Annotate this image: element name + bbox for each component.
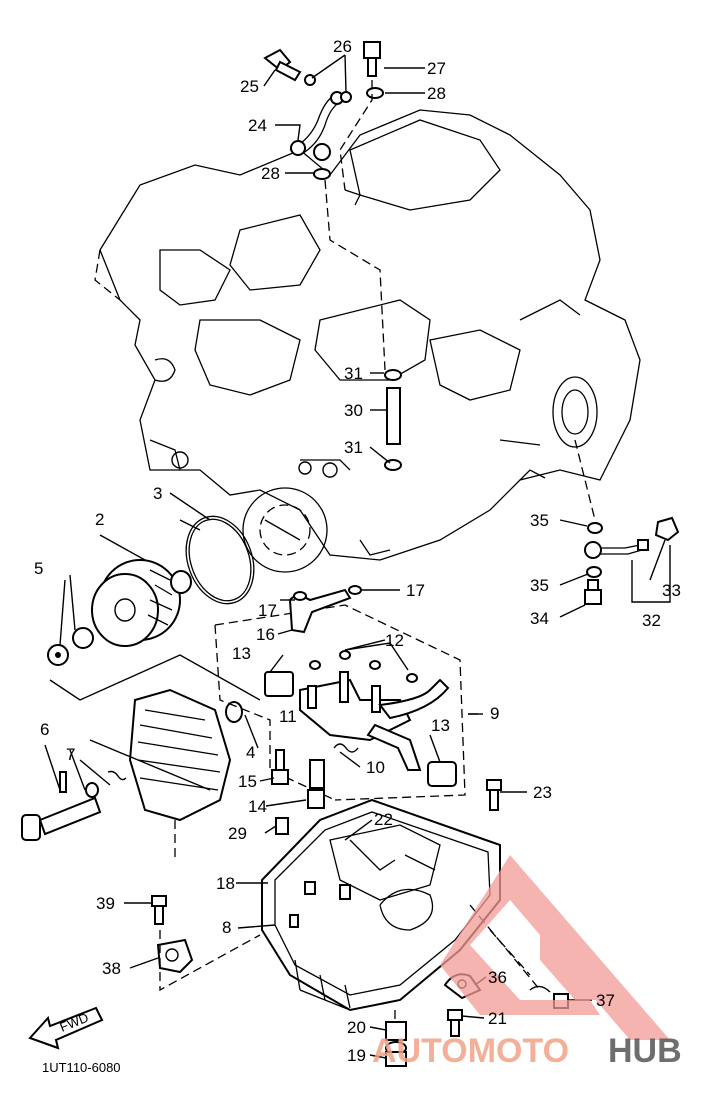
callout-2: 2 bbox=[95, 510, 104, 529]
callout-35a: 35 bbox=[530, 511, 549, 530]
gasket-26 bbox=[304, 74, 352, 103]
callout-25: 25 bbox=[240, 77, 259, 96]
bolt-27 bbox=[363, 41, 381, 77]
callout-23: 23 bbox=[533, 783, 552, 802]
callout-9: 9 bbox=[490, 704, 499, 723]
oil-pipe-30 bbox=[384, 369, 402, 471]
callout-5: 5 bbox=[34, 559, 43, 578]
relief-valve-14 bbox=[307, 759, 325, 809]
callout-14: 14 bbox=[248, 797, 267, 816]
callout-35b: 35 bbox=[530, 576, 549, 595]
crankcase-cover bbox=[242, 487, 328, 573]
oil-hose-16 bbox=[288, 585, 362, 634]
oil-delivery-pipe bbox=[289, 91, 344, 161]
dowel-29 bbox=[275, 817, 289, 835]
oil-filter-element bbox=[91, 559, 181, 647]
callout-labels: 2 3 4 5 6 7 8 9 10 11 12 13 13 14 15 16 … bbox=[34, 37, 681, 1065]
callout-11: 11 bbox=[279, 707, 297, 726]
callout-17b: 17 bbox=[406, 581, 425, 600]
oil-filter-cover bbox=[128, 688, 232, 860]
screw-39 bbox=[151, 895, 167, 925]
callout-8: 8 bbox=[222, 918, 231, 937]
union-bolt bbox=[263, 48, 302, 82]
callout-4: 4 bbox=[246, 743, 255, 762]
watermark-text-hub: HUB bbox=[608, 1032, 682, 1070]
callout-15: 15 bbox=[238, 772, 257, 791]
watermark-text-automoto: AUTOMOTO bbox=[372, 1032, 569, 1070]
spacer-2b bbox=[170, 570, 192, 594]
callout-20: 20 bbox=[347, 1018, 366, 1037]
bolt-21 bbox=[447, 1009, 463, 1037]
callout-26: 26 bbox=[333, 37, 352, 56]
callout-31a: 31 bbox=[344, 364, 363, 383]
callout-6: 6 bbox=[40, 720, 49, 739]
callout-39: 39 bbox=[96, 894, 115, 913]
callout-18: 18 bbox=[216, 874, 235, 893]
callout-13b: 13 bbox=[431, 716, 450, 735]
callout-12: 12 bbox=[385, 631, 404, 650]
callout-13a: 13 bbox=[232, 644, 251, 663]
oil-hose-fitting-32 bbox=[574, 439, 680, 605]
callout-38: 38 bbox=[102, 959, 121, 978]
callout-16: 16 bbox=[256, 625, 275, 644]
oil-strainer-assy bbox=[214, 604, 466, 801]
callout-28a: 28 bbox=[427, 84, 446, 103]
drain-bolt-20 bbox=[385, 1021, 407, 1067]
callout-32: 32 bbox=[642, 611, 661, 630]
callout-33: 33 bbox=[662, 581, 681, 600]
watermark-inner-triangle bbox=[540, 930, 600, 1000]
callout-29: 29 bbox=[228, 824, 247, 843]
bolt-15 bbox=[271, 749, 289, 785]
callout-30: 30 bbox=[344, 401, 363, 420]
diagram-code: 1UT110-6080 bbox=[42, 1060, 121, 1075]
callout-10: 10 bbox=[366, 758, 385, 777]
callout-7: 7 bbox=[66, 745, 75, 764]
fwd-direction-marker: FWD bbox=[28, 1006, 104, 1050]
callout-31b: 31 bbox=[344, 438, 363, 457]
callout-22: 22 bbox=[374, 810, 393, 829]
o-ring-3 bbox=[185, 515, 255, 605]
o-ring-4 bbox=[225, 701, 243, 723]
filter-bolt-6 bbox=[21, 770, 127, 841]
engine-crankcase-outline bbox=[94, 109, 641, 561]
leader-lines bbox=[124, 54, 666, 1059]
callout-27: 27 bbox=[427, 59, 446, 78]
callout-36: 36 bbox=[488, 968, 507, 987]
callout-19: 19 bbox=[347, 1046, 366, 1065]
oil-level-gauge-38 bbox=[156, 938, 194, 974]
bolt-23 bbox=[486, 779, 502, 811]
callout-34: 34 bbox=[530, 609, 549, 628]
automotohub-logo bbox=[440, 855, 670, 1040]
gasket-28 bbox=[313, 87, 384, 180]
callout-37: 37 bbox=[596, 991, 615, 1010]
o-rings-12 bbox=[309, 650, 418, 683]
washers-5 bbox=[47, 627, 94, 666]
callout-3: 3 bbox=[153, 484, 162, 503]
callout-21: 21 bbox=[488, 1009, 507, 1028]
callout-24: 24 bbox=[248, 116, 267, 135]
callout-28b: 28 bbox=[261, 164, 280, 183]
callout-17a: 17 bbox=[258, 601, 277, 620]
